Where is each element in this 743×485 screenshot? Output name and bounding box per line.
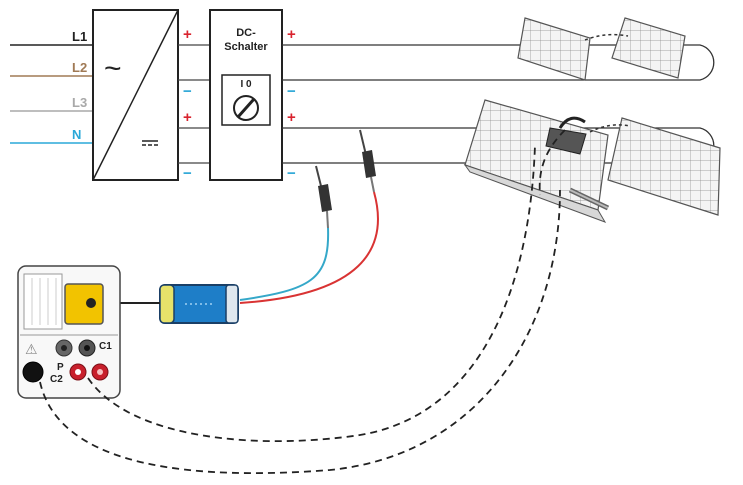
terminal-p-label: P [57,362,64,373]
label-l2: L2 [72,60,87,75]
panel-link-dotted-lower [589,124,631,133]
terminal-ground [22,361,44,383]
label-n: N [72,127,81,142]
probe-red [359,129,376,193]
lead-blue [239,227,330,301]
ac-lines: L1 L2 L3 N [10,29,93,144]
lead-red [239,191,379,304]
display-lines [31,278,57,325]
dashed-lead-inner [87,144,536,443]
dc-switch-label-1: DC- [236,27,256,39]
switch-dial-marks: I 0 [240,79,252,90]
dc-symbol [142,140,158,146]
terminal-c2-label: C2 [50,374,63,385]
dc-switch: DC- Schalter I 0 [209,9,283,181]
solar-panel-upper-1 [517,17,591,81]
terminal-c1-label: C1 [99,341,112,352]
plus-sign-2: + [183,109,192,126]
clamp-socket-pin [86,298,96,308]
minus-sign-1: − [183,83,192,100]
plus-sign-1: + [183,26,192,43]
label-l1: L1 [72,29,87,44]
insulation-tester: ⚠ C1 P C2 [17,265,121,399]
minus-sign-4: − [287,165,296,182]
dashed-lead-outer [39,189,561,475]
plus-sign-3: + [287,26,296,43]
label-l3: L3 [72,95,87,110]
inverter: ~ [92,9,179,181]
switch-knob-bar [236,98,256,118]
dashed-lead-clamp [538,129,566,196]
frame-probe [568,187,610,211]
string-loop-upper [282,44,715,81]
dc-switch-label-2: Schalter [224,41,268,53]
frame-clamp [545,116,587,155]
solar-panel-lower-1 [463,99,609,223]
inverter-switch-lines: + − + − [178,26,210,182]
ac-symbol: ~ [104,52,122,85]
minus-sign-3: − [287,83,296,100]
inverter-diagonal [92,9,179,181]
probe-blue [315,165,332,229]
clamp-socket [64,283,104,325]
solar-panel-lower-2 [607,117,721,216]
minus-sign-2: − [183,165,192,182]
warning-icon: ⚠ [25,341,38,357]
plus-sign-4: + [287,109,296,126]
test-adapter [159,284,239,324]
solar-panel-upper-2 [611,17,686,79]
